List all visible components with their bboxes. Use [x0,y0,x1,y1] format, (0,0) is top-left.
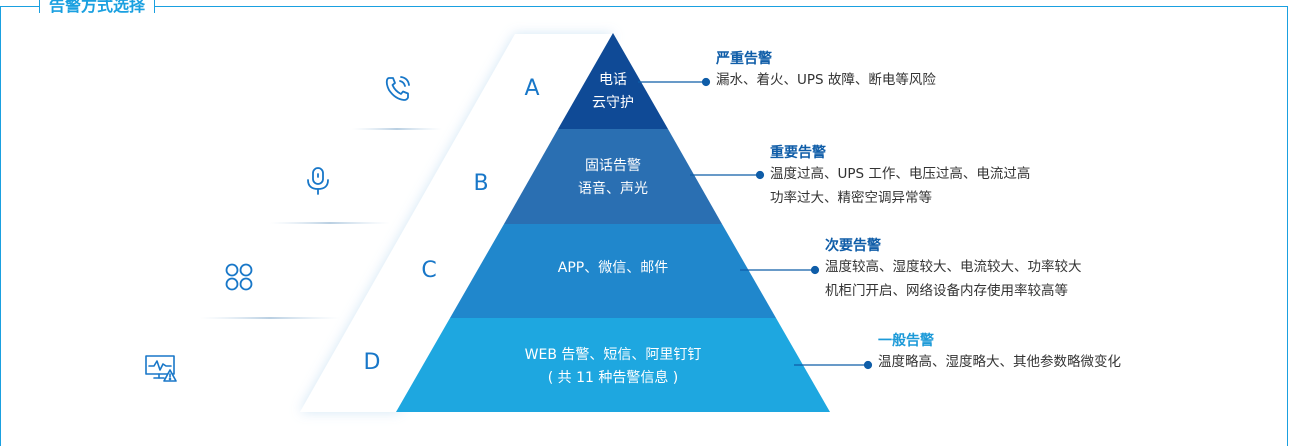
alert-title: 一般告警 [878,333,934,349]
alert-desc: 温度略高、湿度略大、其他参数略微变化 [878,354,1121,370]
tier-b-method: 语音、声光 [578,181,648,197]
tier-b-shape [504,129,722,224]
alert-title: 严重告警 [716,51,772,67]
tier-a-method: 云守护 [592,95,634,111]
separator [270,222,390,224]
tier-b-methods: 固话告警 语音、声光 [543,155,683,201]
tier-a-letter: A [524,76,540,101]
phone-icon [383,74,413,108]
tier-c-methods: APP、微信、邮件 [513,257,713,280]
connector-dot [863,360,873,370]
tier-a-methods: 电话 云守护 [563,69,663,115]
tier-c-method: APP、微信、邮件 [557,260,669,276]
alert-general: 一般告警 温度略高、湿度略大、其他参数略微变化 [878,330,1121,374]
tier-d-letter: D [363,350,381,375]
alert-title: 次要告警 [825,238,881,254]
tier-b-method: 固话告警 [585,158,641,174]
tier-d-method: ( 共 11 种告警信息 ) [547,370,679,386]
alert-minor: 次要告警 温度较高、湿度较大、电流较大、功率较大 机柜门开启、网络设备内存使用率… [825,235,1082,303]
monitor-alert-icon [144,353,178,387]
tier-d-shape [396,318,830,412]
tier-c-letter: C [421,258,437,283]
alert-desc: 温度较高、湿度较大、电流较大、功率较大 [825,259,1082,275]
alert-critical: 严重告警 漏水、着火、UPS 故障、断电等风险 [716,48,936,92]
tier-a-shape [558,33,668,129]
app-grid-icon [224,262,254,296]
section-title: 告警方式选择 [39,0,156,13]
microphone-icon [304,166,332,200]
alert-title: 重要告警 [770,145,826,161]
connector-dot [755,170,765,180]
connector-dot [810,265,820,275]
separator [200,317,340,319]
tier-c-shape [450,224,776,318]
alert-desc: 温度过高、UPS 工作、电压过高、电流过高 [770,166,1031,182]
alert-desc: 机柜门开启、网络设备内存使用率较高等 [825,283,1068,299]
alert-desc: 漏水、着火、UPS 故障、断电等风险 [716,72,936,88]
tier-a-method: 电话 [599,72,627,88]
pyramid-side-band [300,34,614,412]
separator [352,128,442,130]
alert-desc: 功率过大、精密空调异常等 [770,190,932,206]
alert-major: 重要告警 温度过高、UPS 工作、电压过高、电流过高 功率过大、精密空调异常等 [770,142,1030,210]
connector-dot [701,77,711,87]
tier-b-letter: B [473,171,489,196]
tier-d-method: WEB 告警、短信、阿里钉钉 [524,347,702,363]
tier-d-methods: WEB 告警、短信、阿里钉钉 ( 共 11 种告警信息 ) [483,344,743,390]
